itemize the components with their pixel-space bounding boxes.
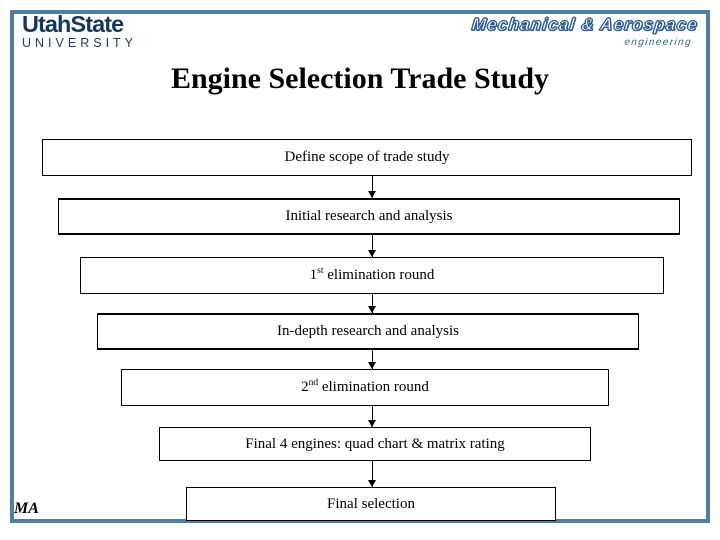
page-title: Engine Selection Trade Study [170, 62, 550, 95]
flow-node-label: Final selection [327, 495, 415, 512]
flow-edge-line-n6-n7 [372, 461, 373, 487]
flow-edge-arrowhead-n2-n3 [368, 250, 376, 257]
flow-edge-arrowhead-n6-n7 [368, 480, 376, 487]
usu-logo-subtext: UNIVERSITY [22, 36, 138, 50]
flow-edge-line-n5-n6 [372, 406, 373, 427]
usu-logo-wordmark: UtahState [22, 11, 124, 37]
flow-edge-line-n4-n5 [372, 350, 373, 369]
flow-node-n3[interactable]: 1st elimination round [80, 257, 664, 294]
flow-edge-arrowhead-n5-n6 [368, 420, 376, 427]
flow-node-label: Final 4 engines: quad chart & matrix rat… [245, 435, 505, 452]
flow-node-label: 1st elimination round [309, 266, 435, 283]
flow-node-n6[interactable]: Final 4 engines: quad chart & matrix rat… [159, 427, 591, 461]
flow-edge-arrowhead-n4-n5 [368, 362, 376, 369]
flow-node-label: In-depth research and analysis [276, 323, 459, 339]
utah-state-university-logo: UtahState UNIVERSITY [22, 11, 172, 50]
flow-node-n5[interactable]: 2nd elimination round [121, 369, 609, 406]
flow-edge-line-n2-n3 [372, 235, 373, 257]
flow-node-label: 2nd elimination round [301, 378, 429, 395]
flow-node-n4[interactable]: In-depth research and analysis [97, 313, 639, 350]
flow-edge-arrowhead-n1-n2 [368, 191, 376, 198]
flow-node-n7[interactable]: Final selection [186, 487, 556, 521]
flow-edge-arrowhead-n3-n4 [368, 306, 376, 313]
flow-node-label: Initial research and analysis [285, 208, 453, 224]
flow-edge-line-n3-n4 [372, 294, 373, 313]
flow-node-n1[interactable]: Define scope of trade study [42, 139, 692, 176]
flow-node-label: Define scope of trade study [284, 149, 450, 165]
flow-node-n2[interactable]: Initial research and analysis [58, 198, 680, 235]
flow-edge-line-n1-n2 [372, 176, 373, 198]
footer-tag: MA [14, 500, 39, 517]
